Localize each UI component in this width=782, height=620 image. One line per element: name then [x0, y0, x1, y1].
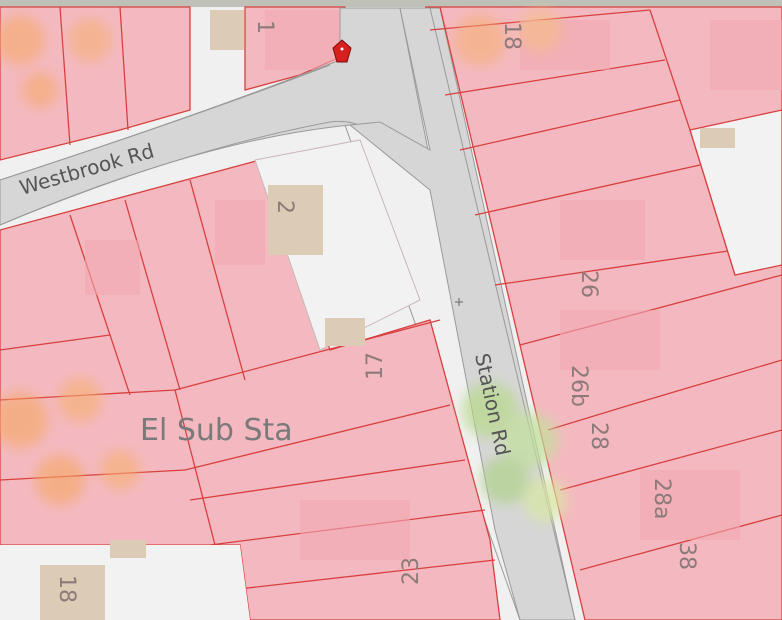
heat-overlay-station: [462, 382, 567, 522]
house-number-18-bottom: 18: [54, 575, 79, 603]
house-number-23: 23: [399, 557, 424, 585]
location-pin-icon[interactable]: [332, 39, 352, 63]
house-number-2: 2: [272, 200, 297, 214]
house-number-26b: 26b: [566, 365, 591, 407]
house-number-28: 28: [586, 422, 611, 450]
house-number-28a: 28a: [649, 478, 674, 519]
house-number-18-top: 18: [499, 22, 524, 50]
house-number-1: 1: [252, 20, 277, 34]
feature-label-substation: El Sub Sta: [140, 413, 293, 448]
parcels-east: [425, 6, 782, 620]
crosshair-icon: [455, 298, 463, 306]
house-number-17: 17: [363, 352, 388, 380]
heat-overlay-nw: [0, 15, 112, 108]
house-number-26: 26: [576, 270, 601, 298]
parcels-north-west: [0, 6, 346, 161]
heat-overlay-west: [0, 378, 140, 505]
parcels-south-west: [0, 139, 501, 620]
heat-overlay-north: [454, 8, 562, 66]
map-top-edge: [0, 0, 782, 7]
house-number-38: 38: [674, 542, 699, 570]
